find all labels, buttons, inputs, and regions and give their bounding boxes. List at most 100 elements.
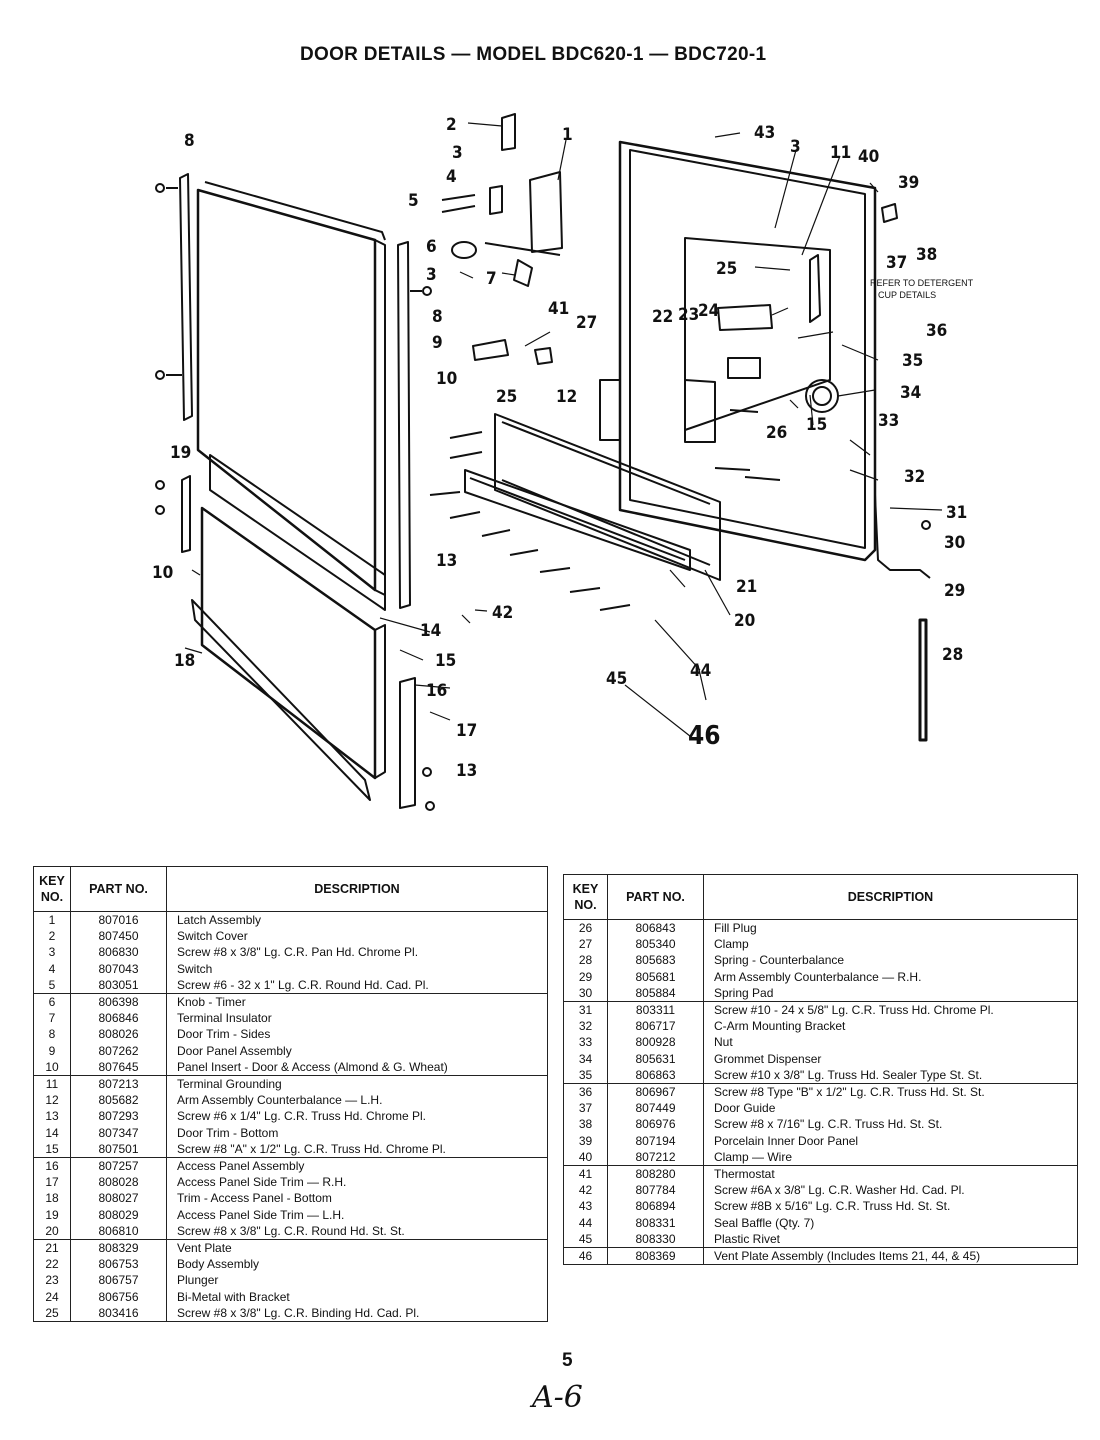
latch-switch-hardware — [441, 113, 563, 287]
key-no-cell: 34 — [563, 1050, 608, 1067]
part-no-cell: 806756 — [70, 1288, 167, 1305]
key-no-cell: 21 — [33, 1239, 71, 1257]
description-cell: Clamp — Wire — [714, 1149, 793, 1164]
part-no-cell: 808369 — [607, 1247, 704, 1265]
description-cell: Plunger — [177, 1273, 219, 1288]
key-no-cell: 31 — [563, 1001, 608, 1019]
part-no-cell: 808331 — [607, 1214, 704, 1231]
access-panel-part — [155, 454, 435, 811]
part-no-cell: 808029 — [70, 1206, 167, 1223]
key-no-cell: 24 — [33, 1288, 71, 1305]
description-cell: Screw #8B x 5/16" Lg. C.R. Truss Hd. St.… — [714, 1199, 951, 1214]
description-cell: Screw #8 x 7/16" Lg. C.R. Truss Hd. St. … — [714, 1117, 943, 1132]
callout-label: 39 — [898, 173, 919, 193]
description-cell: Door Panel Assembly — [177, 1043, 292, 1058]
part-no-cell: 808027 — [70, 1190, 167, 1207]
key-no-cell: 46 — [563, 1247, 608, 1265]
key-no-cell: 6 — [33, 993, 71, 1011]
key-no-cell: 1 — [33, 911, 71, 929]
part-no-cell: 805681 — [607, 968, 704, 985]
key-no-header: KEY NO. — [563, 874, 608, 920]
part-no-cell: 807347 — [70, 1124, 167, 1141]
callout-label: 13 — [436, 551, 457, 571]
part-no-cell: 807501 — [70, 1140, 167, 1158]
part-no-cell: 807645 — [70, 1058, 167, 1076]
callout-label: 37 — [886, 253, 907, 273]
key-no-cell: 29 — [563, 968, 608, 985]
description-cell: Latch Assembly — [177, 913, 262, 927]
callout-label: 21 — [736, 577, 757, 597]
key-no-cell: 25 — [33, 1304, 71, 1322]
description-cell: Screw #8 x 3/8" Lg. C.R. Pan Hd. Chrome … — [177, 945, 419, 960]
description-cell: Body Assembly — [177, 1257, 260, 1272]
key-no-cell: 9 — [33, 1042, 71, 1059]
description-cell: Access Panel Side Trim — L.H. — [177, 1207, 345, 1222]
key-no-cell: 43 — [563, 1198, 608, 1215]
part-no-cell: 806976 — [607, 1116, 704, 1133]
description-cell: Thermostat — [703, 1165, 1078, 1183]
callout-label: 43 — [754, 123, 775, 143]
key-no-cell: 7 — [33, 1010, 71, 1027]
part-no-cell: 807450 — [70, 928, 167, 945]
key-no-cell: 17 — [33, 1174, 71, 1191]
key-no-cell: 39 — [563, 1132, 608, 1149]
callout-label: 5 — [408, 191, 419, 211]
description-cell: Screw #6 x 1/4" Lg. C.R. Truss Hd. Chrom… — [177, 1109, 427, 1124]
door-exploded-diagram: 2 1 43 3 11 40 39 8 3 4 5 6 3 7 37 38 25… — [152, 113, 974, 811]
key-no-cell: 18 — [33, 1190, 71, 1207]
key-no-cell: 4 — [33, 960, 71, 977]
callout-label: 28 — [942, 645, 963, 665]
callout-label: 29 — [944, 581, 965, 601]
description-cell: Screw #8 "A" x 1/2" Lg. C.R. Truss Hd. C… — [177, 1141, 446, 1156]
description-cell: Clamp — [714, 937, 749, 952]
page-number: 5 — [562, 1350, 573, 1371]
key-no-cell: 40 — [563, 1148, 608, 1166]
part-no-cell: 808330 — [607, 1230, 704, 1248]
door-trim-left-part — [155, 173, 193, 421]
callout-label: 27 — [576, 313, 597, 333]
description-cell: Nut — [714, 1035, 733, 1050]
callout-label: 2 — [446, 115, 457, 135]
part-no-cell: 806846 — [70, 1010, 167, 1027]
part-no-cell: 803051 — [70, 976, 167, 994]
part-no-cell: 808280 — [607, 1165, 704, 1183]
part-no-cell: 808329 — [70, 1239, 167, 1257]
callout-label: 44 — [690, 661, 711, 681]
part-no-cell: 800928 — [607, 1034, 704, 1051]
part-no-header: PART NO. — [607, 874, 704, 920]
page-title: DOOR DETAILS — MODEL BDC620-1 — BDC720-1 — [300, 44, 767, 65]
callout-label: 10 — [436, 369, 457, 389]
description-cell: Spring - Counterbalance — [714, 953, 845, 968]
door-trim-right-part — [397, 241, 432, 609]
description-cell: Screw #6 - 32 x 1" Lg. C.R. Round Hd. Ca… — [177, 977, 429, 992]
key-no-cell: 44 — [563, 1214, 608, 1231]
key-no-cell: 22 — [33, 1256, 71, 1273]
part-no-cell: 807293 — [70, 1108, 167, 1125]
callout-label: 3 — [426, 265, 437, 285]
key-no-cell: 11 — [33, 1075, 71, 1093]
description-cell: Door Trim - Sides — [177, 1027, 271, 1042]
callout-label: 25 — [496, 387, 517, 407]
callout-label: 6 — [426, 237, 437, 257]
description-cell: Spring Pad — [714, 985, 774, 1000]
callout-label: 45 — [606, 669, 627, 689]
description-cell: Access Panel Assembly — [166, 1157, 548, 1175]
key-no-cell: 45 — [563, 1230, 608, 1248]
callout-label: 13 — [456, 761, 477, 781]
